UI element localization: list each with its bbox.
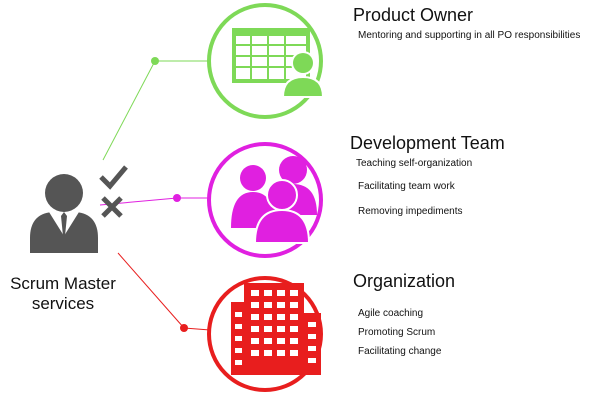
product-owner-item: Mentoring and supporting in all PO respo… xyxy=(358,30,581,41)
office-building-icon xyxy=(231,283,321,375)
group-of-people-icon xyxy=(231,156,317,244)
connector-product-owner xyxy=(102,57,212,161)
development-team-title: Development Team xyxy=(350,133,505,153)
development-team-item: Removing impediments xyxy=(358,206,463,217)
organization-item: Promoting Scrum xyxy=(358,327,436,338)
product-owner-title: Product Owner xyxy=(353,5,474,25)
organization-item: Agile coaching xyxy=(358,308,424,319)
connector-organization xyxy=(117,252,211,332)
center-label-line1: Scrum Master xyxy=(10,274,116,293)
person-with-check-and-cross-icon xyxy=(30,165,128,253)
development-team-item: Facilitating team work xyxy=(358,181,455,192)
organization-title: Organization xyxy=(353,271,456,291)
center-label-line2: services xyxy=(31,294,95,313)
development-team-item: Teaching self-organization xyxy=(356,158,473,169)
organization-item: Facilitating change xyxy=(358,346,442,357)
table-with-person-icon xyxy=(232,28,325,98)
